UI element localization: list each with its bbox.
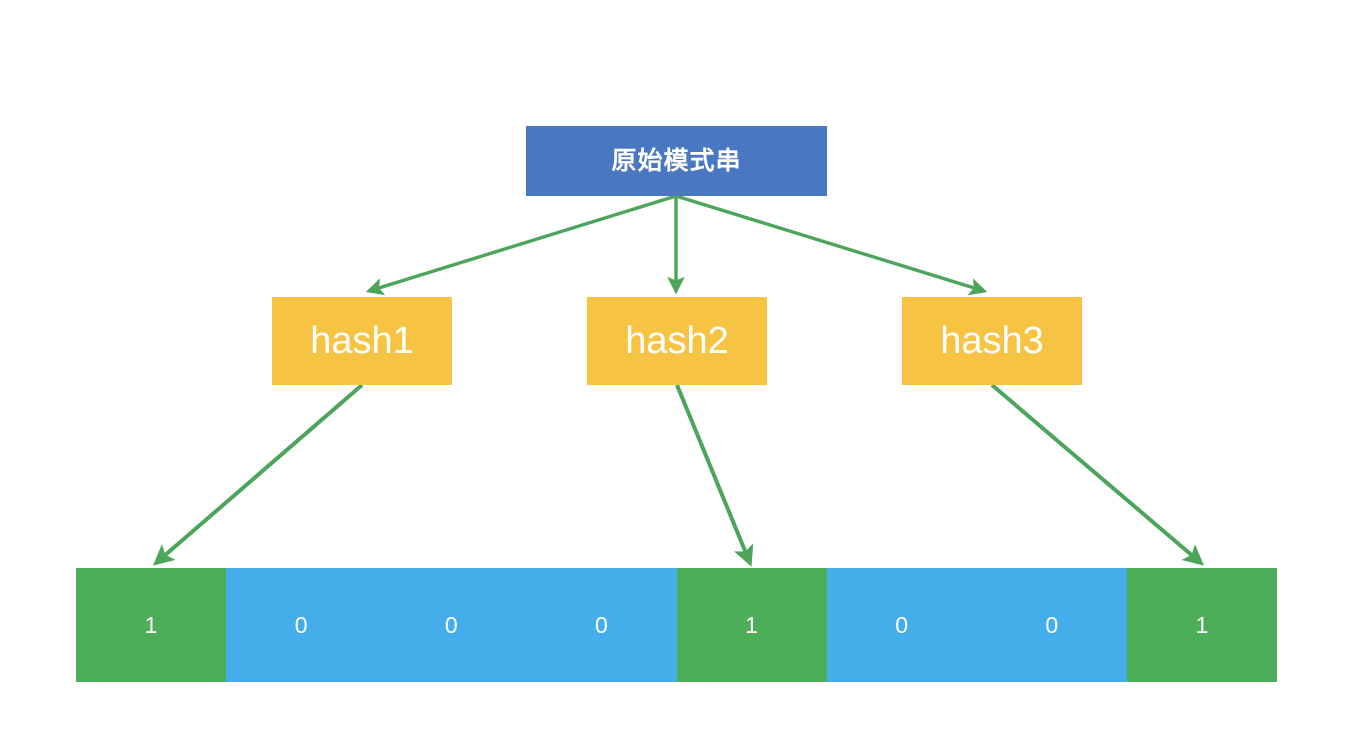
bit-cell-2: 0 <box>376 568 527 682</box>
arrow-hash2-to-bit4 <box>675 384 754 567</box>
hash-node-hash1: hash1 <box>272 297 452 385</box>
arrow-source-to-hash3 <box>675 194 988 296</box>
arrow-source-to-hash1 <box>365 194 677 296</box>
arrow-hash1-to-bit0 <box>152 383 364 566</box>
arrow-hash3-to-bit7 <box>990 383 1205 566</box>
bit-cell-7: 1 <box>1126 568 1277 682</box>
bit-cell-1: 0 <box>226 568 377 682</box>
source-pattern-node: 原始模式串 <box>526 126 827 196</box>
bit-cell-6: 0 <box>976 568 1127 682</box>
bit-cell-4: 1 <box>676 568 827 682</box>
bit-cell-5: 0 <box>826 568 977 682</box>
hash-node-hash3: hash3 <box>902 297 1082 385</box>
bit-cell-3: 0 <box>526 568 677 682</box>
hash-node-hash2: hash2 <box>587 297 767 385</box>
bit-cell-0: 1 <box>76 568 227 682</box>
